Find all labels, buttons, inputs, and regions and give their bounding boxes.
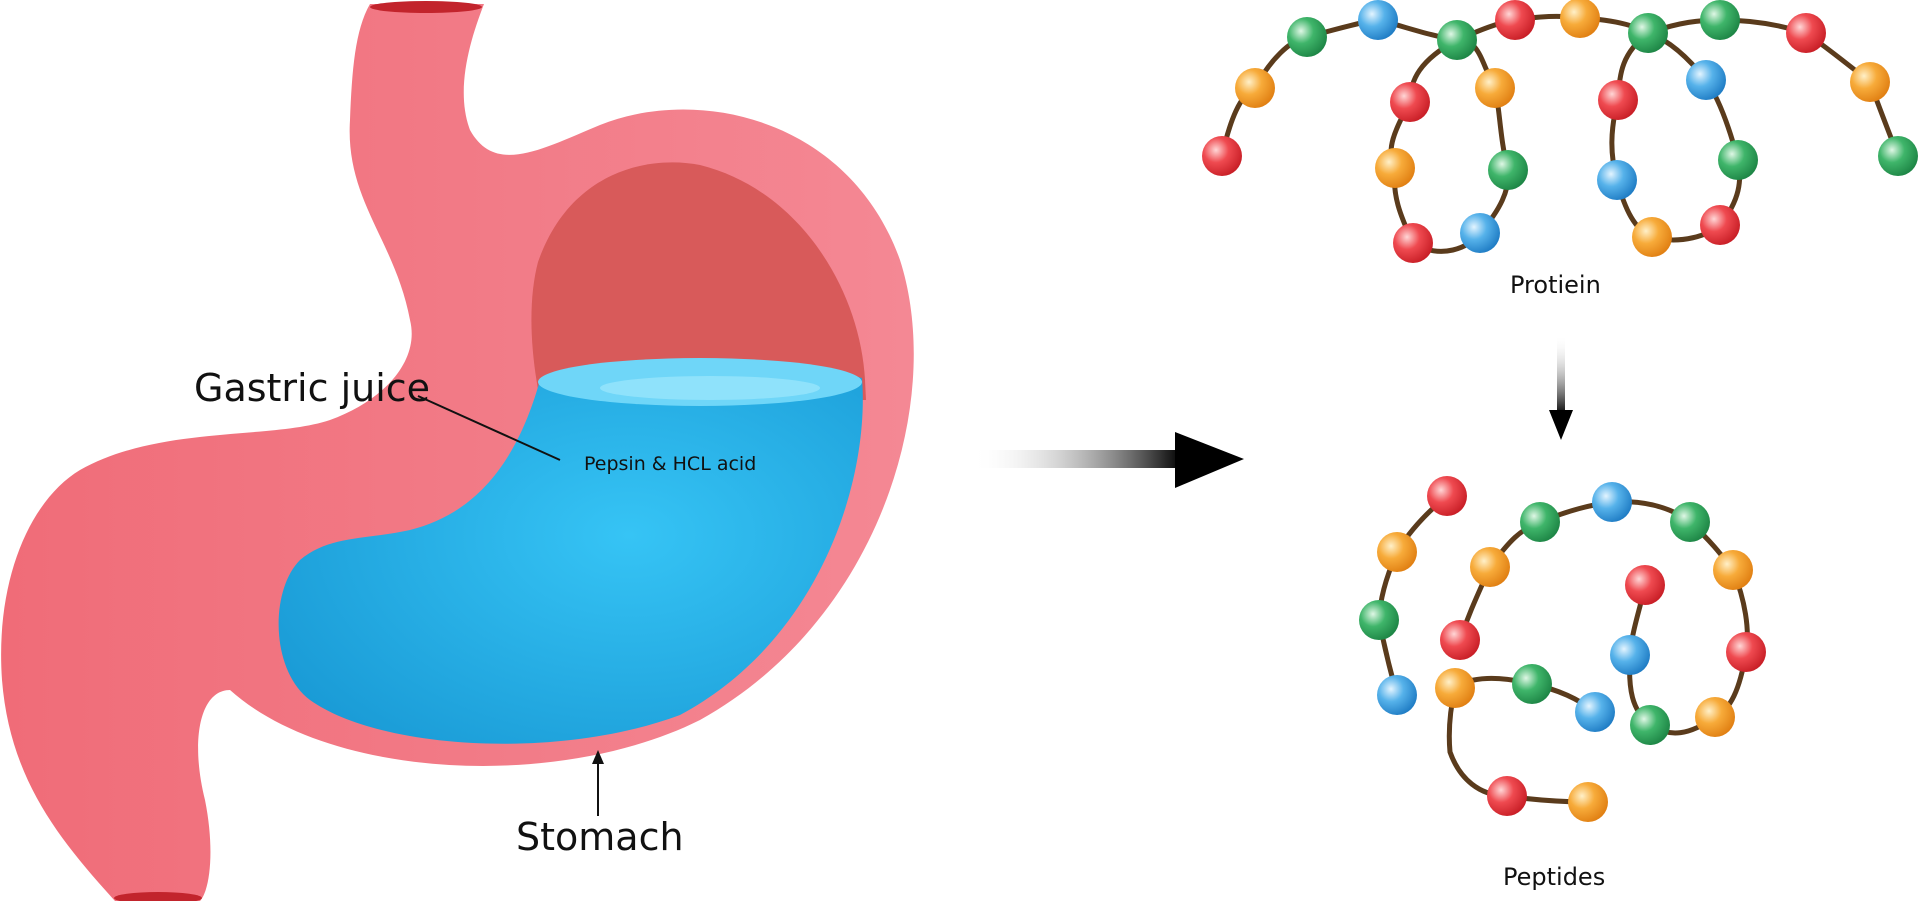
peptide-bead-orange [1470, 547, 1510, 587]
pepsin-label: Pepsin & HCL acid [584, 453, 757, 475]
protein-bead-red [1390, 82, 1430, 122]
breakdown-arrow [1549, 335, 1573, 440]
gastric-juice-pointer [417, 395, 561, 461]
protein-bead-blue [1686, 60, 1726, 100]
protein-bead-red [1393, 223, 1433, 263]
protein-bead-green [1718, 140, 1758, 180]
protein-bead-green [1878, 136, 1918, 176]
peptide-bead-orange [1568, 782, 1608, 822]
peptide-bead-red [1440, 620, 1480, 660]
peptide-chain-4 [1446, 687, 1589, 805]
peptide-bead-blue [1377, 675, 1417, 715]
protein-bead-blue [1460, 213, 1500, 253]
process-arrow [972, 432, 1244, 488]
peptides-molecule [1376, 494, 1750, 805]
peptide-bead-orange [1377, 532, 1417, 572]
juice-surface-highlight [600, 376, 820, 400]
protein-bead-red [1202, 136, 1242, 176]
protein-bead-orange [1235, 68, 1275, 108]
peptide-bead-red [1625, 565, 1665, 605]
amino-acid-beads [1202, 0, 1918, 822]
protein-bead-green [1628, 13, 1668, 53]
protein-bead-green [1437, 20, 1477, 60]
protein-label: Protiein [1510, 271, 1601, 299]
peptide-bead-orange [1713, 550, 1753, 590]
protein-bead-orange [1850, 62, 1890, 102]
duodenum-opening [114, 892, 202, 901]
peptides-label: Peptides [1503, 863, 1606, 891]
protein-bead-green [1287, 17, 1327, 57]
stomach-pointer [592, 750, 604, 816]
protein-bead-green [1700, 0, 1740, 40]
protein-bead-red [1786, 13, 1826, 53]
peptide-bead-orange [1435, 668, 1475, 708]
protein-molecule [1219, 13, 1901, 254]
peptide-bead-green [1630, 705, 1670, 745]
protein-bead-orange [1632, 217, 1672, 257]
peptide-bead-red [1726, 632, 1766, 672]
protein-bead-red [1700, 205, 1740, 245]
peptide-bead-blue [1575, 692, 1615, 732]
protein-bead-orange [1475, 68, 1515, 108]
peptide-chain-1 [1376, 494, 1449, 696]
stomach-label: Stomach [516, 815, 684, 859]
peptide-bead-green [1359, 600, 1399, 640]
esophagus-opening [370, 1, 482, 13]
peptide-bead-blue [1610, 635, 1650, 675]
protein-bead-blue [1597, 160, 1637, 200]
stomach-illustration [1, 1, 914, 901]
gastric-juice-label: Gastric juice [194, 366, 431, 410]
gastric-juice [278, 364, 863, 744]
peptide-bead-red [1487, 776, 1527, 816]
protein-bead-orange [1560, 0, 1600, 38]
protein-bead-blue [1358, 0, 1398, 40]
protein-chain [1219, 13, 1901, 254]
peptide-bead-orange [1695, 697, 1735, 737]
peptide-bead-blue [1592, 482, 1632, 522]
peptide-bead-green [1520, 502, 1560, 542]
protein-bead-red [1495, 0, 1535, 40]
peptide-bead-green [1670, 502, 1710, 542]
protein-bead-red [1598, 80, 1638, 120]
peptide-bead-red [1427, 476, 1467, 516]
stomach-cavity [531, 162, 866, 400]
peptide-bead-green [1512, 664, 1552, 704]
protein-bead-orange [1375, 148, 1415, 188]
protein-bead-green [1488, 150, 1528, 190]
